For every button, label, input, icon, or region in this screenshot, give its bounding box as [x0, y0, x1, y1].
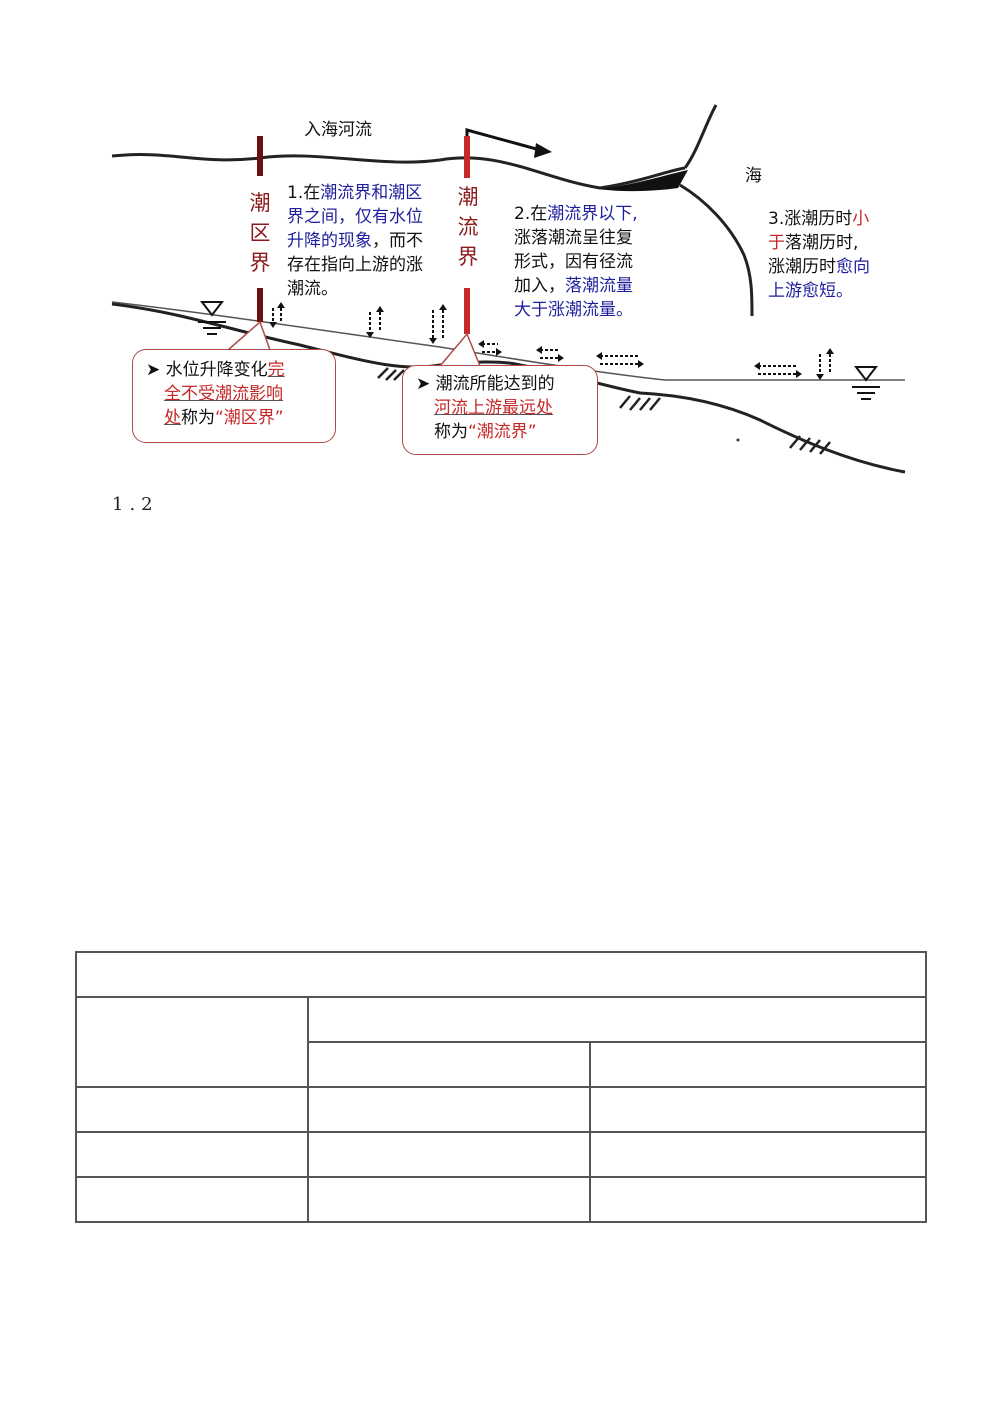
flow-direction-arrow: [465, 128, 552, 158]
upper-river-bank: [111, 153, 686, 190]
table-row: [74, 951, 928, 998]
horizontal-arrowheads: [478, 340, 802, 378]
callout-tidal-zone-boundary: [132, 349, 336, 443]
tidal-zone-boundary-label: 潮 区 界: [249, 191, 271, 275]
empty-table: [74, 951, 928, 1223]
tidal-river-diagram: 入海河流 海 潮 区 界 潮 流 界 1.在潮流界和潮区 界之间，仅有水位 升降…: [0, 0, 1000, 490]
table-cell: [306, 996, 928, 1043]
note3-text: 3.涨潮历时小 于落潮历时, 涨潮历时愈向 上游愈短。: [768, 209, 870, 301]
table-cell: [588, 1131, 928, 1178]
table-cell: [75, 996, 309, 1088]
bullet-icon: ➤: [416, 374, 431, 394]
table-row: [75, 1131, 928, 1178]
table-row: [75, 1176, 928, 1223]
table-cell: [307, 1086, 591, 1133]
section-number: 1.2: [112, 494, 159, 515]
vertical-tide-arrows: [272, 308, 831, 374]
table-cell: [75, 1176, 309, 1223]
table-cell: [588, 1041, 928, 1088]
coastline-lower: [679, 183, 754, 317]
river-title: 入海河流: [304, 120, 372, 140]
table-cell: [307, 1131, 591, 1178]
estuary-mouth: [598, 170, 688, 192]
water-level-marker-left: [198, 301, 226, 335]
table-cell: [307, 1176, 591, 1223]
table-row: [76, 1041, 928, 1088]
callout-tidal-current-boundary: [402, 365, 598, 455]
water-level-marker-right: [852, 366, 880, 400]
table-cell: [588, 1086, 928, 1133]
callout1-text: ➤ 水位升降变化完 全不受潮流影响 处称为“潮区界”: [146, 360, 285, 428]
sea-label: 海: [745, 166, 762, 186]
table-cell: [307, 1041, 591, 1088]
table-row: [75, 996, 928, 1088]
bullet-icon: ➤: [146, 360, 161, 380]
coastline-upper: [683, 104, 718, 169]
horizontal-tide-arrows: [482, 343, 798, 375]
vertical-arrowheads: [269, 302, 834, 380]
bed-hatching: [377, 367, 831, 455]
table-cell: [75, 1086, 309, 1133]
callout1-tail: [227, 320, 271, 351]
water-surface: [111, 301, 905, 381]
table-row: [75, 1086, 928, 1133]
callout2-text: ➤ 潮流所能达到的 河流上游最远处 称为“潮流界”: [416, 374, 555, 442]
note1-text: 1.在潮流界和潮区 界之间，仅有水位 升降的现象，而不 存在指向上游的涨 潮流。: [287, 183, 423, 299]
table-cell: [75, 1131, 309, 1178]
table-cell: [74, 951, 928, 998]
tidal-current-boundary-label: 潮 流 界: [457, 185, 479, 269]
callout2-tail: [439, 332, 481, 367]
stray-dot: [736, 438, 740, 442]
note2-text: 2.在潮流界以下, 涨落潮流呈往复 形式，因有径流 加入，落潮流量 大于涨潮流量…: [514, 204, 638, 320]
table-cell: [588, 1176, 928, 1223]
